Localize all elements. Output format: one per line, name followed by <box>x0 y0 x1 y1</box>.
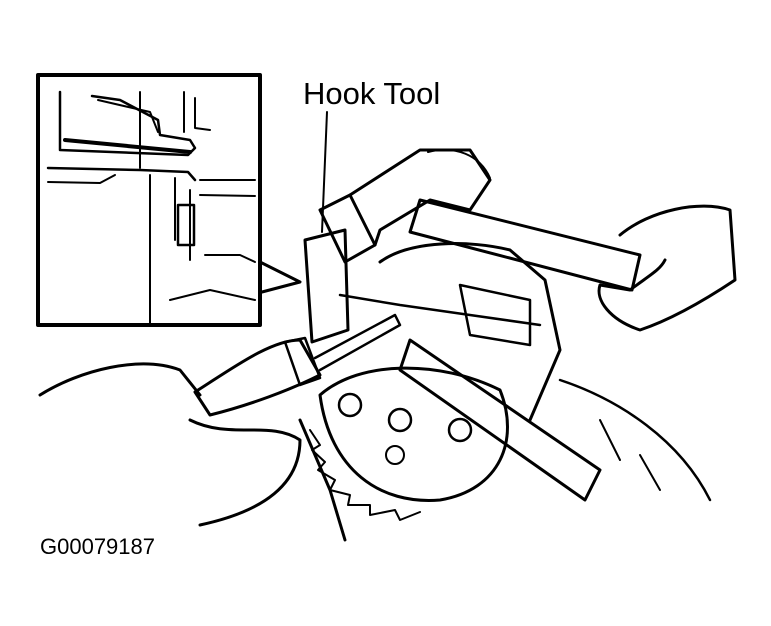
differential-housing <box>298 242 712 542</box>
hook-tool-shape <box>303 111 350 344</box>
right-hand-shape <box>597 204 737 332</box>
screwdriver-shape <box>193 313 402 417</box>
left-arm-shape <box>38 362 302 527</box>
hook-tool-label: Hook Tool <box>303 76 441 111</box>
hammer-shape <box>318 148 642 292</box>
inset-detail <box>36 73 262 327</box>
figure-code: G00079187 <box>40 534 155 559</box>
callout-arrow <box>258 260 302 294</box>
